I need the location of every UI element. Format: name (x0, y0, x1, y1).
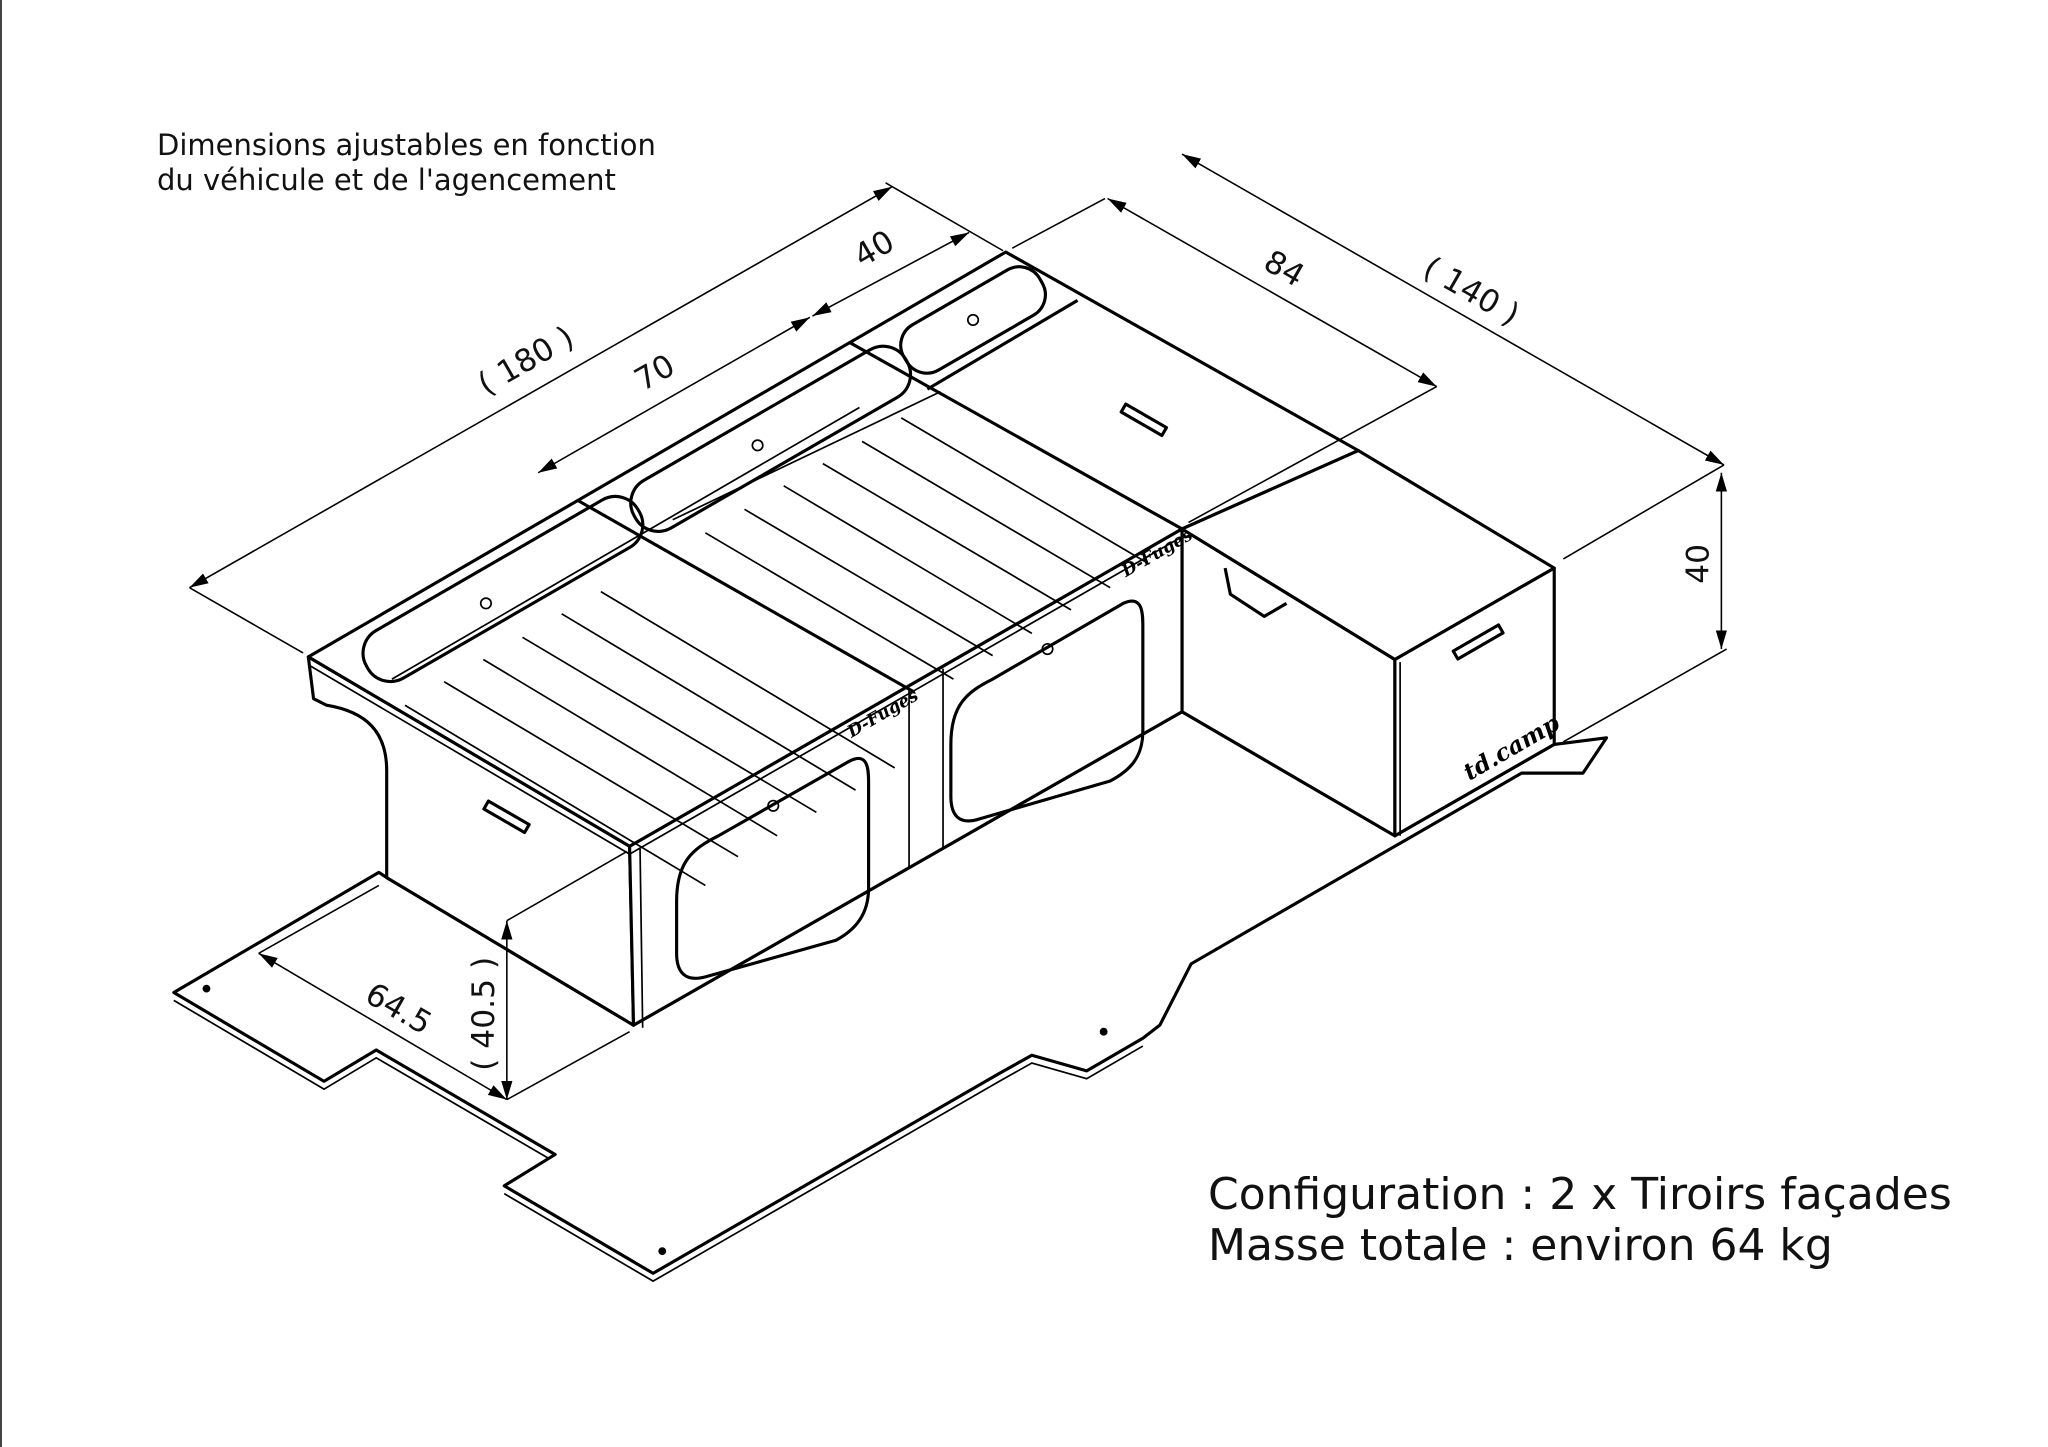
note-line-1: Dimensions ajustables en fonction (157, 128, 656, 162)
handle-icon (1119, 402, 1169, 438)
dim-180: ( 180 ) (472, 319, 580, 402)
floor-bolt (1099, 1027, 1108, 1036)
drawer-front-1 (675, 757, 871, 980)
dim-70: 70 (629, 348, 682, 399)
dimension-lines (189, 153, 1728, 1101)
note-line-2: du véhicule et de l'agencement (157, 163, 616, 198)
configuration-text: Configuration : 2 x Tiroirs façades (1208, 1169, 1952, 1220)
mass-text: Masse totale : environ 64 kg (1208, 1219, 1833, 1271)
floor-bolt (202, 984, 211, 993)
drawer-front-2 (949, 599, 1145, 823)
configuration-note: Configuration : 2 x Tiroirs façades Mass… (1208, 1169, 1952, 1271)
handle-icon (482, 799, 531, 835)
floor-bolt (658, 1247, 667, 1256)
dim-40-height: 40 (1680, 544, 1716, 584)
dim-40-top: 40 (848, 224, 901, 275)
handle-icon (1451, 623, 1505, 661)
dim-40-5: ( 40.5 ) (466, 957, 502, 1071)
dim-84: 84 (1258, 243, 1311, 294)
adjustable-dimensions-note: Dimensions ajustables en fonction du véh… (157, 128, 656, 199)
bench-frame: D-Fuges D-Fuges (306, 250, 1401, 1028)
